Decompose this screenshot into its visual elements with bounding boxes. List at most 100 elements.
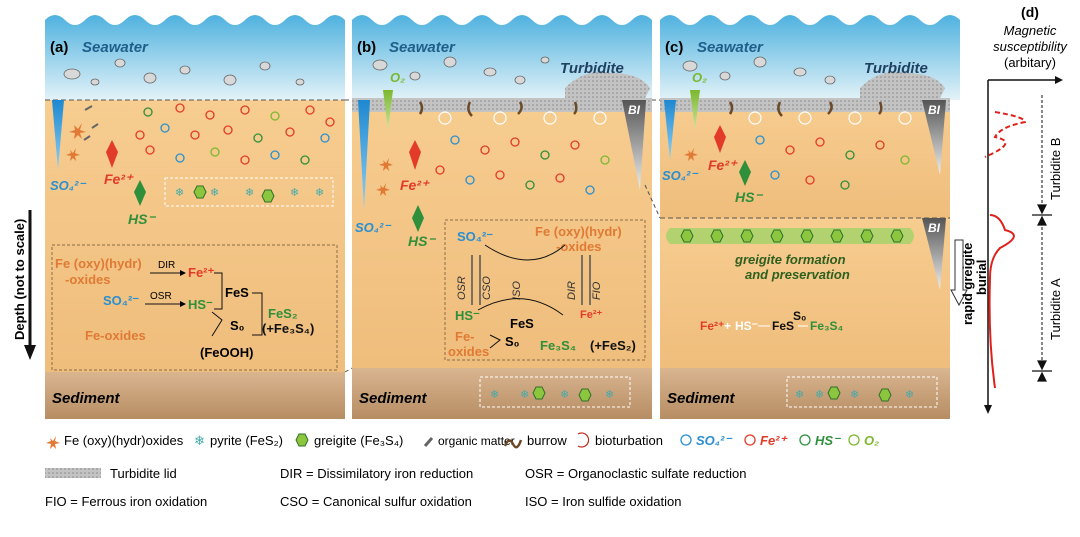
so4-label-b: SO₄²⁻ (355, 220, 392, 235)
reaction-box-b: SO₄²⁻ Fe (oxy)(hydr) -oxides OSR CSO ISO… (448, 224, 636, 359)
turbidite-lid (352, 98, 652, 112)
greigite-band (666, 228, 914, 244)
svg-text:Fe²⁺: Fe²⁺ (700, 319, 724, 333)
svg-text:OSR: OSR (150, 291, 172, 302)
magsus-title-1: Magnetic (1004, 23, 1057, 38)
svg-text:❄: ❄ (905, 389, 914, 401)
legend-organic: organic matter (438, 434, 515, 448)
svg-text:FeS: FeS (772, 319, 794, 333)
svg-text:FeS: FeS (225, 285, 249, 300)
hs-label: HS⁻ (128, 211, 156, 227)
sediment-label-b: Sediment (359, 390, 428, 407)
depth-axis-label: Depth (not to scale) (12, 219, 27, 340)
svg-text:Fe²⁺: Fe²⁺ (188, 265, 215, 280)
svg-text:FeS₂: FeS₂ (268, 306, 298, 321)
seawater-particles (63, 58, 305, 86)
svg-text:(+FeS₂): (+FeS₂) (590, 338, 636, 353)
magsus-title-3: (arbitary) (1004, 55, 1056, 70)
so4-circle-icon (680, 434, 692, 446)
svg-text:HS⁻: HS⁻ (455, 308, 480, 323)
svg-text:oxides: oxides (448, 344, 489, 359)
seawater-label-b: Seawater (389, 39, 456, 56)
svg-text:DIR: DIR (566, 281, 578, 300)
bi-label-c: BI (928, 103, 941, 117)
magsus-curve-b (984, 111, 1027, 158)
o2-gradient-icon (383, 90, 393, 130)
fe2-circle-icon (744, 434, 756, 446)
o2-label-c: O₂ (692, 70, 707, 85)
organic-matter-icon (83, 105, 99, 141)
svg-text:❄: ❄ (490, 389, 499, 401)
turbidite-b-label: Turbidite B (1048, 138, 1063, 200)
greigite-icon (295, 433, 309, 447)
legend-burrow: burrow (527, 433, 567, 448)
panel-d: (d) Magnetic susceptibility (arbitary) T… (984, 4, 1068, 414)
svg-text:❄: ❄ (210, 187, 219, 199)
svg-text:FeS: FeS (510, 316, 534, 331)
svg-text:❄: ❄ (315, 187, 324, 199)
solute-circles (135, 103, 335, 165)
svg-text:DIR: DIR (158, 260, 175, 271)
svg-text:S₀: S₀ (230, 318, 245, 333)
svg-text:(FeOOH): (FeOOH) (200, 345, 253, 360)
greigite-equation: Fe²⁺ + HS⁻ FeS S₀ Fe₃S₄ (700, 309, 844, 333)
hs-gradient-icon (134, 180, 146, 206)
svg-text:Fe-oxides: Fe-oxides (85, 328, 146, 343)
bi-wedge-b (622, 100, 646, 190)
svg-text:+: + (724, 319, 731, 333)
svg-text:❄: ❄ (605, 389, 614, 401)
svg-text:❄: ❄ (245, 187, 254, 199)
bioturbation-icon (577, 432, 590, 448)
svg-text:Fe₃S₄: Fe₃S₄ (540, 338, 576, 353)
svg-text:❄: ❄ (795, 389, 804, 401)
reaction-box-a: Fe (oxy)(hydr) -oxides DIR Fe²⁺ SO₄²⁻ OS… (55, 256, 314, 360)
panel-d-label: (d) (1021, 4, 1039, 20)
panel-b: (b) Seawater Turbidite O₂ SO₄²⁻ Fe²⁺ HS⁻… (352, 15, 652, 419)
turbidite-label-b: Turbidite (560, 60, 624, 77)
svg-text:SO₄²⁻: SO₄²⁻ (457, 229, 493, 244)
turbidite-lid-swatch (45, 468, 101, 478)
svg-text:❄: ❄ (290, 187, 299, 199)
panel-c-label: (c) (665, 39, 683, 56)
hs-label-c: HS⁻ (735, 189, 763, 205)
svg-text:Fe₃S₄: Fe₃S₄ (810, 319, 844, 333)
fe2-label: Fe²⁺ (104, 171, 134, 187)
legend-hs: HS⁻ (815, 433, 842, 448)
svg-text:❄: ❄ (815, 389, 824, 401)
greigite-icons (193, 185, 275, 203)
seawater-label: Seawater (82, 39, 149, 56)
legend-cso: CSO = Canonical sulfur oxidation (280, 494, 472, 509)
legend-greigite: greigite (Fe₃S₄) (314, 433, 403, 448)
legend-osr: OSR = Organoclastic sulfate reduction (525, 466, 746, 481)
svg-text:Fe-: Fe- (455, 329, 475, 344)
panel-b-label: (b) (357, 39, 376, 56)
panel-c: (c) Seawater Turbidite O₂ SO₄²⁻ Fe²⁺ HS⁻… (660, 15, 989, 419)
pyrite-greigite-band: ❄ ❄ ❄ ❄ ❄ (175, 187, 324, 199)
svg-text:S₀: S₀ (505, 334, 520, 349)
svg-text:❄: ❄ (850, 389, 859, 401)
svg-text:❄: ❄ (520, 389, 529, 401)
o2-circle-icon (848, 434, 860, 446)
bi-label-b: BI (628, 103, 641, 117)
legend-fio: FIO = Ferrous iron oxidation (45, 494, 207, 509)
legend-bioturbation: bioturbation (595, 433, 663, 448)
svg-text:❄: ❄ (175, 187, 184, 199)
so4-label: SO₄²⁻ (50, 178, 87, 193)
greigite-preservation-text: and preservation (745, 267, 850, 282)
seawater-label-c: Seawater (697, 39, 764, 56)
burrow-icon (418, 101, 578, 117)
svg-text:SO₄²⁻: SO₄²⁻ (103, 293, 139, 308)
sediment-label-c: Sediment (667, 390, 736, 407)
turbidite-flow (565, 72, 650, 98)
legend-o2: O₂ (864, 433, 879, 448)
svg-text:S₀: S₀ (793, 309, 806, 323)
fe2-label-b: Fe²⁺ (400, 177, 430, 193)
svg-text:CSO: CSO (481, 276, 493, 300)
svg-text:Fe (oxy)(hydr): Fe (oxy)(hydr) (55, 256, 142, 271)
svg-text:HS⁻: HS⁻ (188, 297, 213, 312)
greigite-band-icons (680, 229, 904, 243)
organic-matter-icon (423, 437, 434, 447)
fe2-gradient-icon (106, 140, 118, 168)
svg-text:HS⁻: HS⁻ (735, 319, 758, 333)
legend-turbidite-lid: Turbidite lid (110, 466, 177, 481)
